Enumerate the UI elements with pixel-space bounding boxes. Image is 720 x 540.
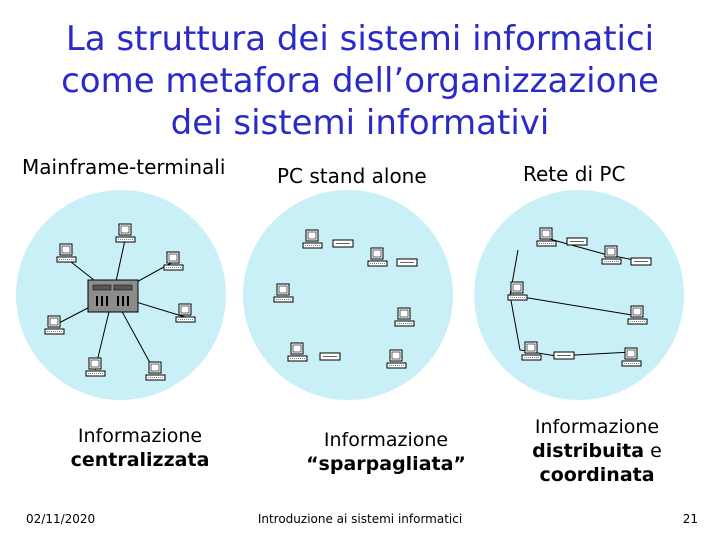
terminal-icon — [115, 223, 136, 243]
footer-page-number: 21 — [682, 512, 698, 526]
box-icon — [566, 237, 588, 246]
pc-icon — [621, 347, 642, 367]
footer-date: 02/11/2020 — [26, 512, 96, 526]
box-icon — [332, 239, 354, 248]
heading-rete-pc: Rete di PC — [523, 162, 626, 186]
title-line-3: dei sistemi informativi — [170, 103, 550, 143]
pc-icon — [507, 281, 528, 301]
box-icon — [319, 352, 341, 361]
mainframe-icon — [87, 279, 139, 313]
heading-pc-standalone: PC stand alone — [277, 164, 427, 188]
box-icon — [553, 351, 575, 360]
title-line-2: come metafora dell’organizzazione — [61, 61, 659, 101]
pc-icon — [536, 227, 557, 247]
standalone-pcs — [273, 229, 418, 369]
terminal-icon — [175, 303, 196, 323]
pc-icon — [302, 229, 323, 249]
caption-bold: centralizzata — [70, 449, 210, 471]
pc-icon — [386, 349, 407, 369]
heading-mainframe: Mainframe-terminali — [22, 155, 226, 179]
network-pcs — [507, 227, 652, 367]
caption-bold-2: coordinata — [539, 464, 655, 486]
box-icon — [630, 257, 652, 266]
caption-network: Informazione distribuita e coordinata — [477, 415, 717, 487]
title-line-1: La struttura dei sistemi informatici — [65, 19, 655, 59]
caption-standalone: Informazione “sparpagliata” — [266, 428, 506, 476]
pc-icon — [287, 342, 308, 362]
terminal-icon — [145, 361, 166, 381]
pc-icon — [521, 341, 542, 361]
caption-bold-1: distribuita — [532, 440, 645, 462]
pc-icon — [273, 283, 294, 303]
caption-plain: Informazione — [77, 425, 203, 447]
caption-mid: e — [644, 440, 662, 462]
slide-title: La struttura dei sistemi informatici com… — [0, 18, 720, 144]
terminal-icon — [163, 251, 184, 271]
caption-plain: Informazione — [323, 429, 449, 451]
box-icon — [396, 258, 418, 267]
terminal-icon — [85, 357, 106, 377]
caption-mainframe: Informazione centralizzata — [20, 424, 260, 472]
pc-icon — [601, 245, 622, 265]
caption-plain: Informazione — [534, 416, 660, 438]
mainframe-star — [44, 223, 196, 381]
pc-icon — [394, 307, 415, 327]
pc-icon — [627, 305, 648, 325]
caption-bold: “sparpagliata” — [306, 453, 466, 475]
terminal-icon — [56, 243, 77, 263]
footer-course: Introduzione ai sistemi informatici — [257, 512, 463, 526]
pc-icon — [367, 247, 388, 267]
terminal-icon — [44, 315, 65, 335]
